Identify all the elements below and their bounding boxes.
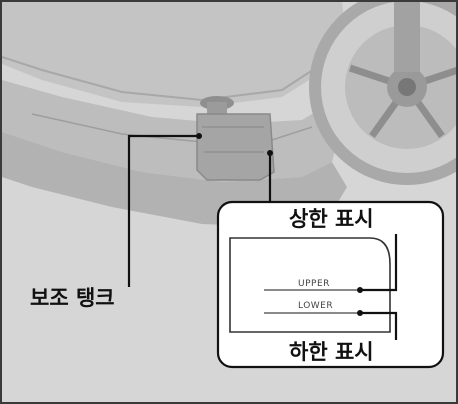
- aux-tank-illustration: [196, 96, 275, 181]
- lower-level-marking: LOWER: [298, 301, 334, 311]
- lower-mark-label: 하한 표시: [289, 340, 374, 364]
- aux-tank-leader: [127, 134, 199, 287]
- aux-tank-label: 보조 탱크: [30, 286, 115, 310]
- upper-mark-label: 상한 표시: [289, 207, 374, 231]
- wheel-illustration: [309, 2, 456, 185]
- upper-level-marking: UPPER: [298, 279, 330, 289]
